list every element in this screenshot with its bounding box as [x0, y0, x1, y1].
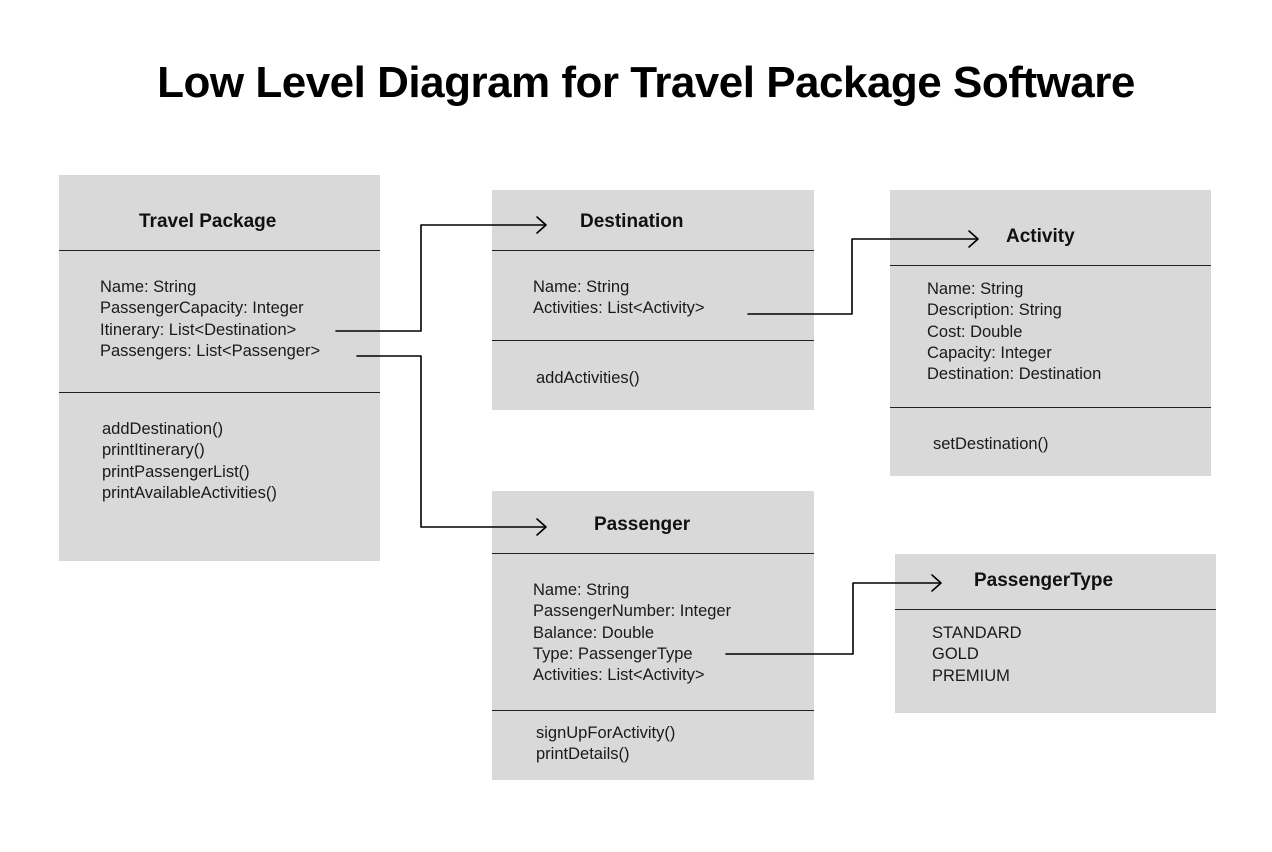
class-divider: [59, 250, 380, 251]
class-name: Passenger: [594, 514, 691, 535]
enum-value-item: STANDARD: [932, 624, 1022, 642]
class-activity[interactable]: Activity Name: String Description: Strin…: [890, 190, 1211, 476]
enum-value-list: STANDARD GOLD PREMIUM: [932, 623, 1022, 687]
attribute-item: PassengerCapacity: Integer: [100, 299, 304, 318]
method-item: addDestination(): [102, 420, 224, 438]
class-name: Travel Package: [139, 211, 277, 232]
method-list: setDestination(): [933, 434, 1049, 455]
attribute-item: Itinerary: List<Destination>: [100, 320, 297, 339]
method-item: printItinerary(): [102, 441, 205, 460]
method-item: printDetails(): [536, 745, 630, 764]
class-destination[interactable]: Destination Name: String Activities: Lis…: [492, 190, 814, 410]
attribute-item: Balance: Double: [533, 623, 655, 642]
class-passenger-type[interactable]: PassengerType STANDARD GOLD PREMIUM: [895, 554, 1216, 713]
method-item: printPassengerList(): [102, 462, 250, 481]
attribute-item: Activities: List<Activity>: [533, 666, 705, 685]
enum-value-item: PREMIUM: [932, 666, 1010, 685]
class-name: Activity: [1006, 226, 1075, 247]
attribute-list: Name: String Activities: List<Activity>: [533, 277, 704, 320]
attribute-item: Cost: Double: [927, 322, 1023, 341]
class-divider: [492, 710, 814, 711]
attribute-item: Activities: List<Activity>: [533, 299, 705, 318]
attribute-item: Name: String: [927, 280, 1024, 298]
method-item: setDestination(): [933, 435, 1049, 453]
class-divider: [59, 392, 380, 393]
attribute-item: PassengerNumber: Integer: [533, 602, 732, 621]
class-travel-package[interactable]: Travel Package Name: String PassengerCap…: [59, 175, 380, 561]
attribute-item: Name: String: [533, 278, 630, 296]
class-passenger[interactable]: Passenger Name: String PassengerNumber: …: [492, 491, 814, 780]
class-divider: [890, 407, 1211, 408]
attribute-item: Capacity: Integer: [927, 343, 1052, 362]
class-divider: [895, 609, 1216, 610]
method-item: printAvailableActivities(): [102, 483, 277, 502]
attribute-item: Passengers: List<Passenger>: [100, 341, 321, 360]
class-divider: [492, 250, 814, 251]
method-item: signUpForActivity(): [536, 724, 676, 742]
class-name: Destination: [580, 211, 684, 232]
method-list: signUpForActivity() printDetails(): [536, 723, 675, 766]
attribute-list: Name: String Description: String Cost: D…: [927, 279, 1101, 385]
class-divider: [492, 340, 814, 341]
method-list: addDestination() printItinerary() printP…: [102, 419, 277, 504]
diagram-title: Low Level Diagram for Travel Package Sof…: [157, 58, 1135, 107]
attribute-list: Name: String PassengerCapacity: Integer …: [100, 277, 320, 362]
attribute-item: Type: PassengerType: [533, 644, 693, 663]
class-divider: [492, 553, 814, 554]
class-divider: [890, 265, 1211, 266]
class-name: PassengerType: [974, 570, 1114, 591]
attribute-item: Destination: Destination: [927, 365, 1102, 384]
attribute-item: Description: String: [927, 301, 1062, 320]
attribute-item: Name: String: [100, 278, 197, 296]
attribute-item: Name: String: [533, 581, 630, 599]
enum-value-item: GOLD: [932, 645, 979, 664]
method-list: addActivities(): [536, 368, 640, 389]
method-item: addActivities(): [536, 369, 640, 387]
attribute-list: Name: String PassengerNumber: Integer Ba…: [533, 580, 731, 686]
